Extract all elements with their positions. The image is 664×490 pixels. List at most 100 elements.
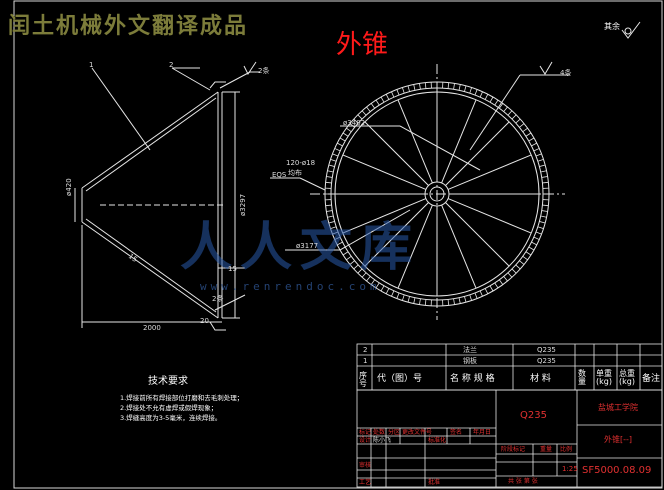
bolt-hole [370,279,376,285]
bom-row1-no: 1 [363,357,368,365]
bom-row2-name: 法兰 [463,346,477,354]
bom-header-code: 代（图）号 [377,374,423,384]
bolt-hole [519,123,525,128]
bom-header-unit-wt: 单重(kg) [596,369,612,386]
bolt-hole [402,294,405,301]
bolt-hole [539,164,546,167]
roughness-symbols [243,21,641,75]
weld-label-top: 2条 [258,67,270,75]
bolt-hole [541,176,548,178]
bolt-hole [424,82,427,89]
bolt-hole [533,148,540,152]
bolt-hole [337,142,343,147]
bolt-hole [330,226,337,229]
tb-r2c1: 设计 [359,437,372,444]
bom-header-material: 材 料 [530,374,551,384]
tb-r1c3: 分区 [388,429,401,436]
dim-holes-sub2: EQS [272,171,287,179]
bom-row2-material: Q235 [537,346,556,354]
bolt-hole [419,298,421,305]
bolt-hole [327,170,334,173]
radial-rib [364,121,429,186]
tb-r2c4: 标准化 [428,437,447,444]
bolt-hole [380,96,385,103]
bolt-hole [391,290,395,297]
dim-t15: 15 [228,265,237,273]
tech-line-3: 3.焊缝高度为3-5毫米，连续焊接。 [120,414,222,422]
bolt-hole [533,236,540,240]
bolt-hole [522,127,528,133]
bolt-hole [396,292,400,299]
bolt-hole [346,255,352,261]
bom-row2-no: 2 [363,346,368,354]
tb-school: 盐城工学院 [598,403,638,412]
bolt-hole [542,181,549,184]
bolt-hole [515,264,521,270]
dim-d3297: ø3297 [239,193,247,216]
bolt-hole [332,153,339,157]
bolt-hole [361,110,367,116]
bolt-hole [402,87,405,94]
tech-title: 技术要求 [148,376,188,387]
bolt-hole [535,153,542,157]
bolt-hole [342,251,349,256]
bolt-hole [464,296,467,303]
tb-scale: 1:25 [562,465,578,473]
watermark-url: www.renrendoc.com [200,280,381,293]
dim-t20: 20 [200,317,209,325]
watermark: 人人文库 [180,217,421,278]
bolt-hole [474,292,478,299]
bolt-hole [498,279,504,285]
frame-border [13,0,663,489]
bolt-hole [357,268,363,274]
tb-process: 工艺 [359,479,372,486]
dim-d420: ø420 [65,178,73,196]
bolt-hole [531,241,537,246]
bolt-hole [370,103,376,109]
bolt-hole [353,118,359,124]
dim-d3177: ø3177 [296,242,319,250]
bolt-hole [537,159,544,162]
tb-r2c2: 陈小飞 [373,437,392,444]
bolt-hole [424,299,427,306]
radial-rib [447,154,532,190]
title-block [356,389,663,488]
bolt-hole [540,170,547,173]
brand-title: 闰土机械外文翻译成品 [8,14,249,39]
bolt-hole [464,85,467,92]
bolt-hole [349,260,355,265]
tb-ratio: 比例 [560,446,573,453]
bolt-hole [366,106,371,112]
tb-r1c6: 年月日 [473,429,492,436]
bolt-hole [479,91,483,98]
bolt-hole [357,114,363,120]
radial-rib [445,121,510,186]
bom-row1-material: Q235 [537,357,556,365]
bolt-hole [353,264,359,270]
bolt-hole [453,298,455,305]
bolt-hole [328,221,335,224]
bolt-hole [325,204,332,207]
bom-header-remark: 备注 [642,374,661,384]
bolt-hole [447,82,450,89]
bolt-hole [413,297,416,304]
bolt-hole [528,246,535,251]
radial-rib [441,204,477,289]
bolt-holes [325,82,549,306]
bolt-hole [391,91,395,98]
bolt-hole [503,276,508,282]
tb-part: 外锥[--] [604,435,633,444]
bolt-hole [522,255,528,261]
bolt-hole [535,231,542,235]
radial-rib [447,198,532,234]
bolt-hole [469,87,472,94]
tb-r1c4: 更改文件号 [402,429,433,436]
bolt-hole [507,110,513,116]
bolt-hole [332,231,339,235]
tb-check: 审核 [359,462,372,469]
bom-header-qty: 数量 [578,369,586,386]
bolt-hole [519,260,525,265]
bolt-hole [494,99,499,106]
dim-holes-sub: 均布 [288,169,302,177]
